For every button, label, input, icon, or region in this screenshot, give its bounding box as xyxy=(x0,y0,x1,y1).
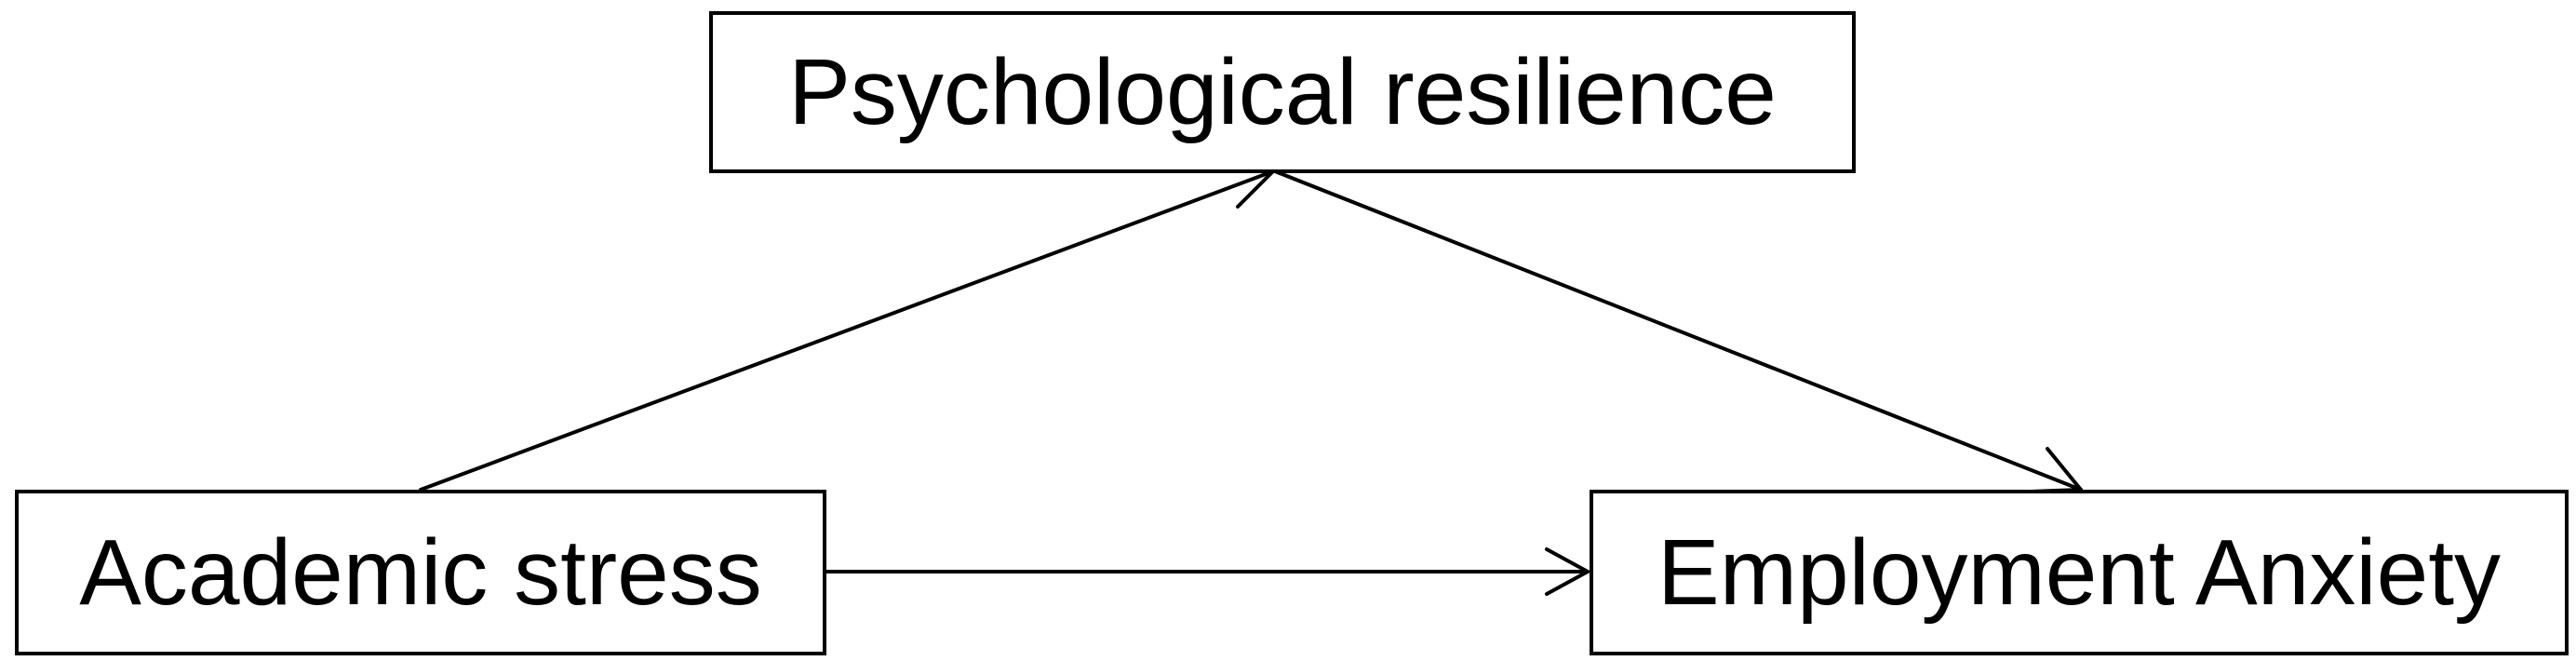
node-label: Academic stress xyxy=(79,520,762,625)
node-label: Psychological resilience xyxy=(788,40,1777,144)
node-psychological-resilience: Psychological resilience xyxy=(709,11,1856,173)
node-academic-stress: Academic stress xyxy=(15,490,826,655)
edge-predictor-to-outcome xyxy=(825,547,1590,596)
node-label: Employment Anxiety xyxy=(1657,520,2501,625)
node-employment-anxiety: Employment Anxiety xyxy=(1590,490,2569,655)
edge-predictor-to-mediator xyxy=(419,162,1275,492)
edge-mediator-to-outcome xyxy=(1273,169,2083,493)
